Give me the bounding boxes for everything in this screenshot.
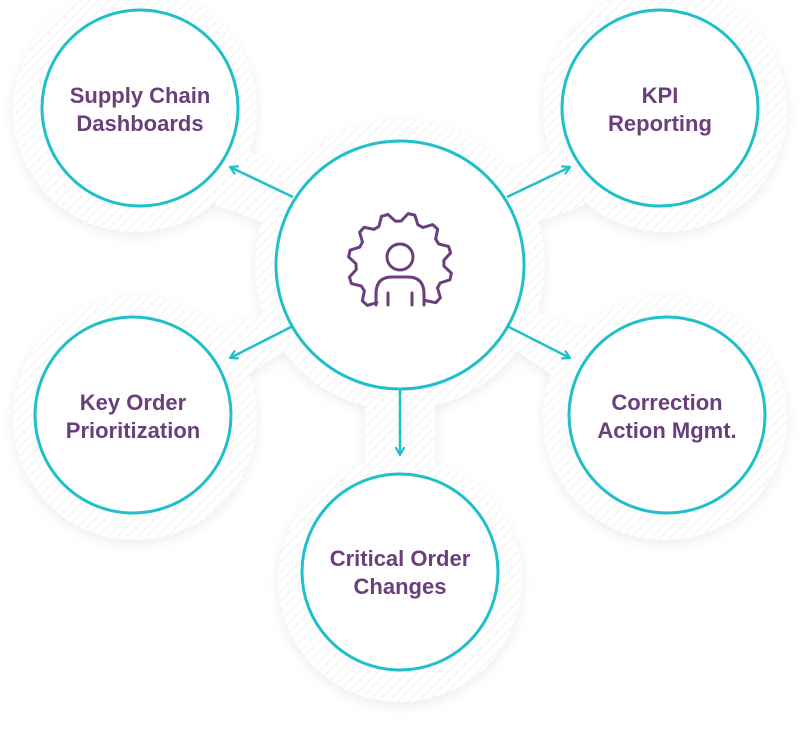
node-label-line1: Key Order	[80, 390, 187, 415]
node-label-line1: Critical Order	[330, 546, 471, 571]
node-label-line2: Action Mgmt.	[597, 418, 736, 443]
node-correction-action-mgmt: Correction Action Mgmt.	[567, 315, 767, 515]
connector-arrows	[230, 167, 570, 455]
node-kpi-reporting: KPI Reporting	[560, 8, 760, 208]
node-label-line2: Reporting	[608, 111, 712, 136]
node-label-line2: Dashboards	[76, 111, 203, 136]
node-label-line1: KPI	[642, 83, 679, 108]
node-label-line2: Changes	[354, 574, 447, 599]
node-label-line1: Supply Chain	[70, 83, 211, 108]
gear-person-icon	[347, 212, 453, 307]
arrow-to-key-order	[230, 324, 294, 358]
node-critical-order-changes: Critical Order Changes	[300, 472, 500, 672]
node-key-order-prioritization: Key Order Prioritization	[33, 315, 233, 515]
node-label-line2: Prioritization	[66, 418, 200, 443]
node-label-line1: Correction	[611, 390, 722, 415]
node-supply-chain-dashboards: Supply Chain Dashboards	[40, 8, 240, 208]
arrow-to-kpi	[506, 167, 570, 199]
arrow-to-correction	[506, 324, 570, 358]
center-hub	[274, 139, 526, 391]
arrow-to-supply-chain	[230, 167, 294, 199]
